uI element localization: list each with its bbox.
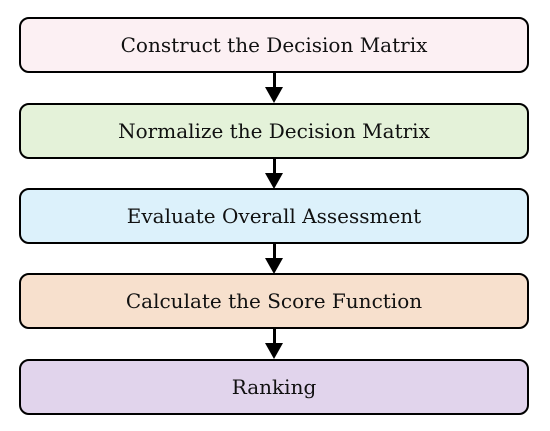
step-calculate-score-function: Calculate the Score Function	[19, 273, 529, 329]
down-arrow-icon	[262, 159, 286, 189]
step-evaluate-overall-assessment: Evaluate Overall Assessment	[19, 188, 529, 244]
down-arrow-icon	[262, 73, 286, 103]
step-construct-decision-matrix: Construct the Decision Matrix	[19, 17, 529, 73]
step-normalize-decision-matrix: Normalize the Decision Matrix	[19, 103, 529, 159]
down-arrow-icon	[262, 244, 286, 274]
down-arrow-icon	[262, 329, 286, 359]
step-ranking: Ranking	[19, 359, 529, 415]
